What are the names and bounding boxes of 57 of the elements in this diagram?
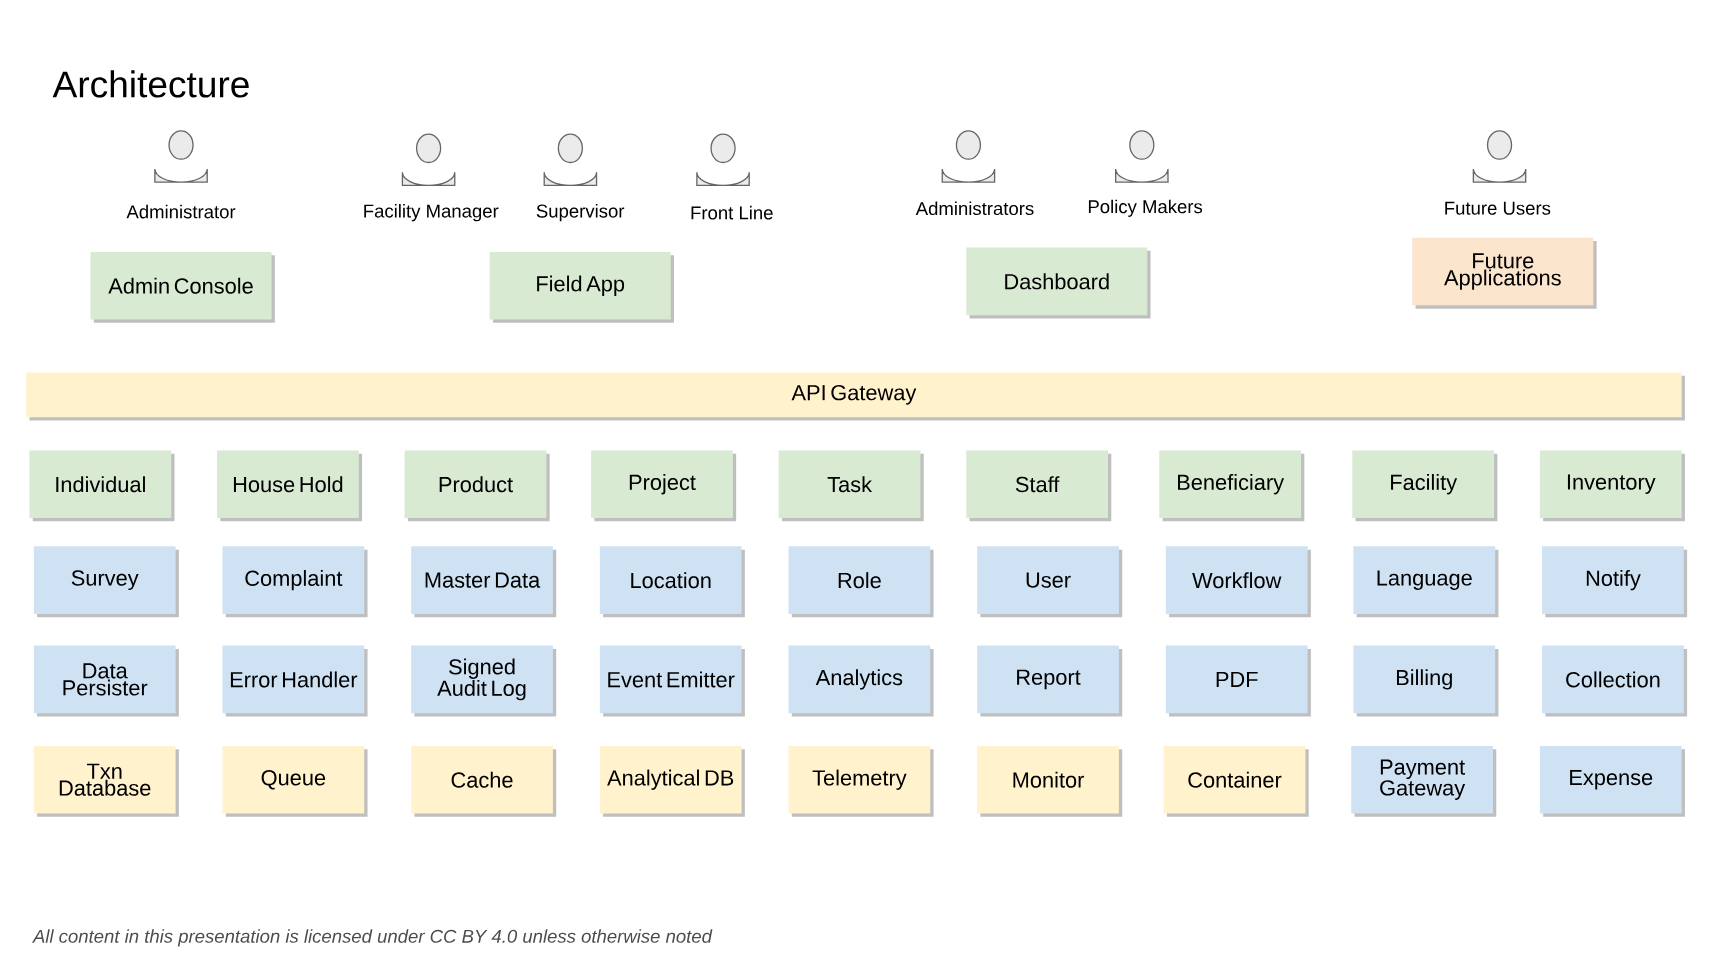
service-box: Cache <box>411 745 557 817</box>
service-box: Txn Database <box>33 745 179 817</box>
license-note: All content in this presentation is licensed under CC BY 4.0 unless otherwise noted <box>32 929 713 947</box>
service-box: Facility <box>1352 450 1498 522</box>
service-box: PDF <box>1165 645 1311 717</box>
person-icon <box>696 133 750 186</box>
service-box: Billing <box>1353 645 1499 717</box>
gateway-bar: API Gateway <box>26 372 1685 421</box>
service-box: Monitor <box>977 745 1123 817</box>
service-box: Telemetry <box>788 745 934 817</box>
person-label: Administrator <box>126 204 236 219</box>
person-label: Facility Manager <box>364 203 499 222</box>
service-box: Analytical DB <box>599 745 745 817</box>
person-label: Administrators <box>915 201 1034 215</box>
service-box: Collection <box>1542 645 1688 717</box>
service-box: Location <box>599 546 745 618</box>
person-label: Supervisor <box>536 203 625 222</box>
service-box: Data Persister <box>33 645 179 717</box>
service-box: Survey <box>33 546 179 618</box>
title: Architecture <box>52 70 249 98</box>
service-box: Admin Console <box>90 251 275 323</box>
service-box: Beneficiary <box>1159 450 1305 522</box>
service-box: Notify <box>1542 546 1688 618</box>
service-box: Workflow <box>1165 546 1311 618</box>
service-box: House Hold <box>217 450 363 522</box>
service-box: Error Handler <box>222 645 368 717</box>
service-box: Signed Audit Log <box>411 645 557 717</box>
service-box: Payment Gateway <box>1351 745 1497 817</box>
person-icon <box>1472 130 1527 183</box>
person-label: Policy Makers <box>1088 199 1203 217</box>
person-icon <box>941 130 996 183</box>
service-box: Report <box>977 645 1123 717</box>
person-label: Future Users <box>1445 201 1551 215</box>
service-box: Complaint <box>222 546 368 618</box>
service-box: Project <box>591 450 737 522</box>
service-box: Expense <box>1539 745 1685 817</box>
service-box: Field App <box>489 251 674 323</box>
service-box: Future Applications <box>1412 237 1597 309</box>
service-box: Event Emitter <box>599 645 745 717</box>
service-box: Role <box>788 546 934 618</box>
person-label: Front Line <box>691 205 773 220</box>
person-icon <box>1115 130 1169 183</box>
person-icon <box>154 130 208 183</box>
person-icon <box>543 133 598 186</box>
service-box: Staff <box>966 450 1112 522</box>
service-box: Individual <box>29 450 175 522</box>
service-box: Master Data <box>411 546 557 618</box>
service-box: Product <box>404 450 550 522</box>
service-box: Inventory <box>1539 450 1685 522</box>
person-icon <box>401 133 456 186</box>
service-box: Task <box>778 450 924 522</box>
service-box: Analytics <box>788 645 934 717</box>
service-box: User <box>977 546 1123 618</box>
service-box: Language <box>1353 546 1499 618</box>
service-box: Queue <box>222 745 368 817</box>
service-box: Container <box>1163 745 1309 817</box>
service-box: Dashboard <box>966 247 1151 319</box>
